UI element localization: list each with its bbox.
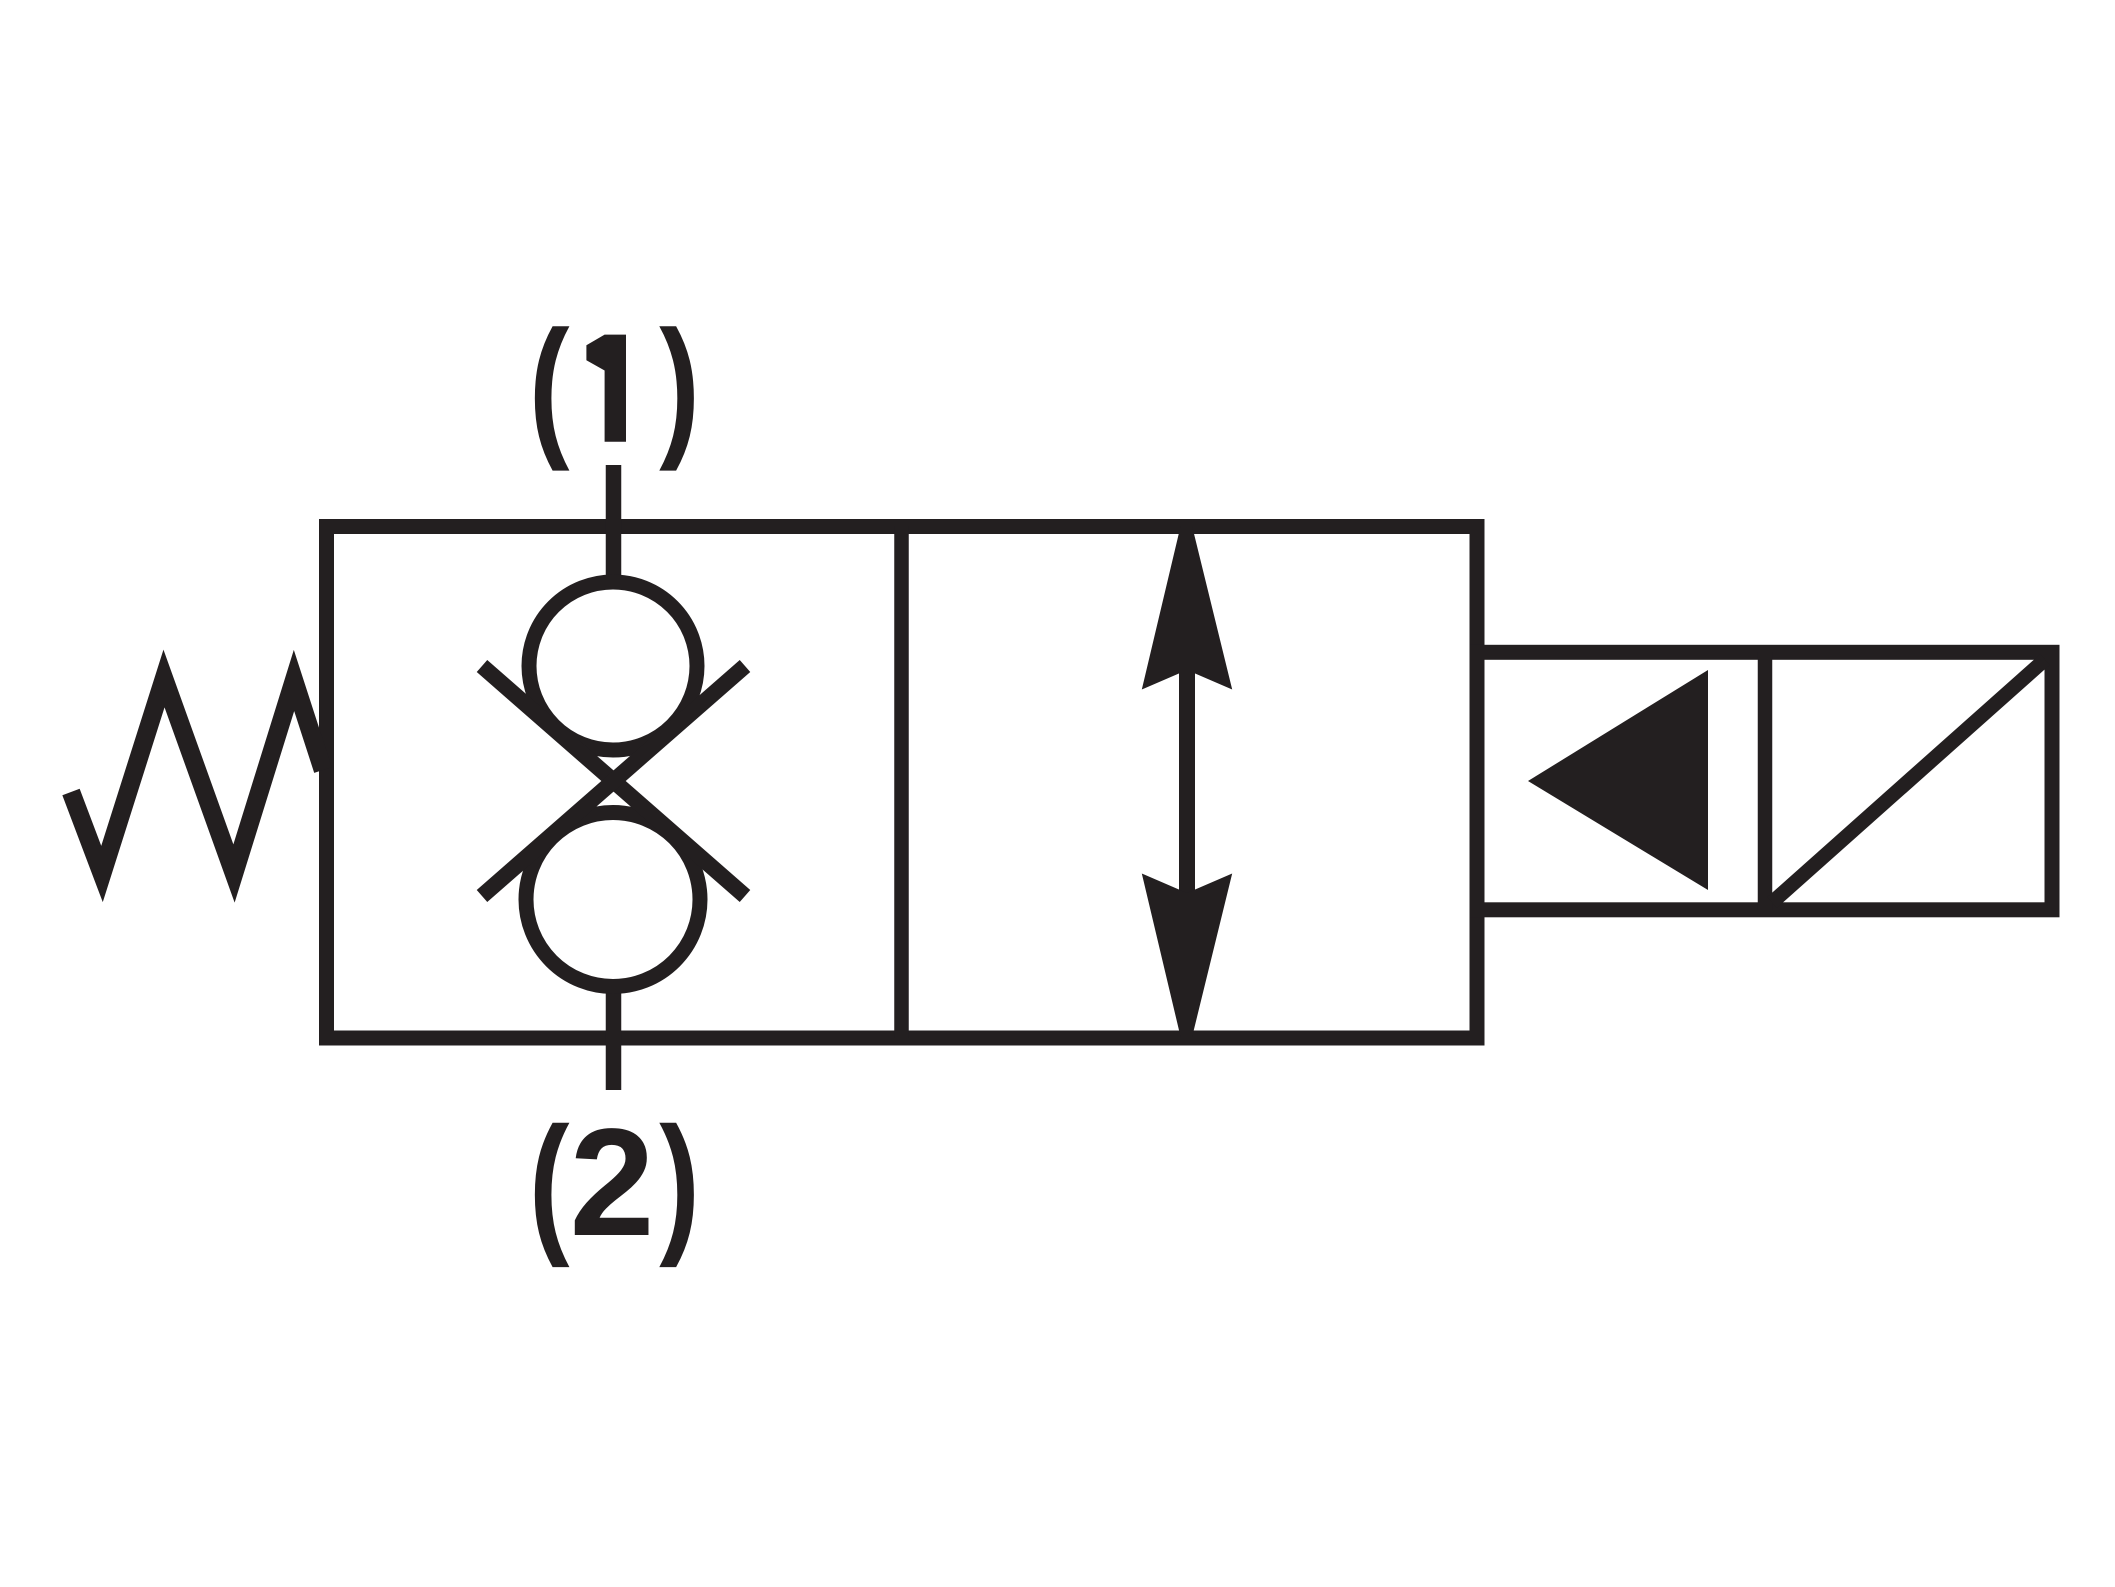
svg-text:2: 2 — [570, 1097, 655, 1268]
svg-text:(: ( — [529, 1095, 570, 1268]
svg-text:(: ( — [529, 299, 570, 472]
svg-text:): ) — [659, 1095, 700, 1268]
svg-text:): ) — [659, 299, 700, 472]
